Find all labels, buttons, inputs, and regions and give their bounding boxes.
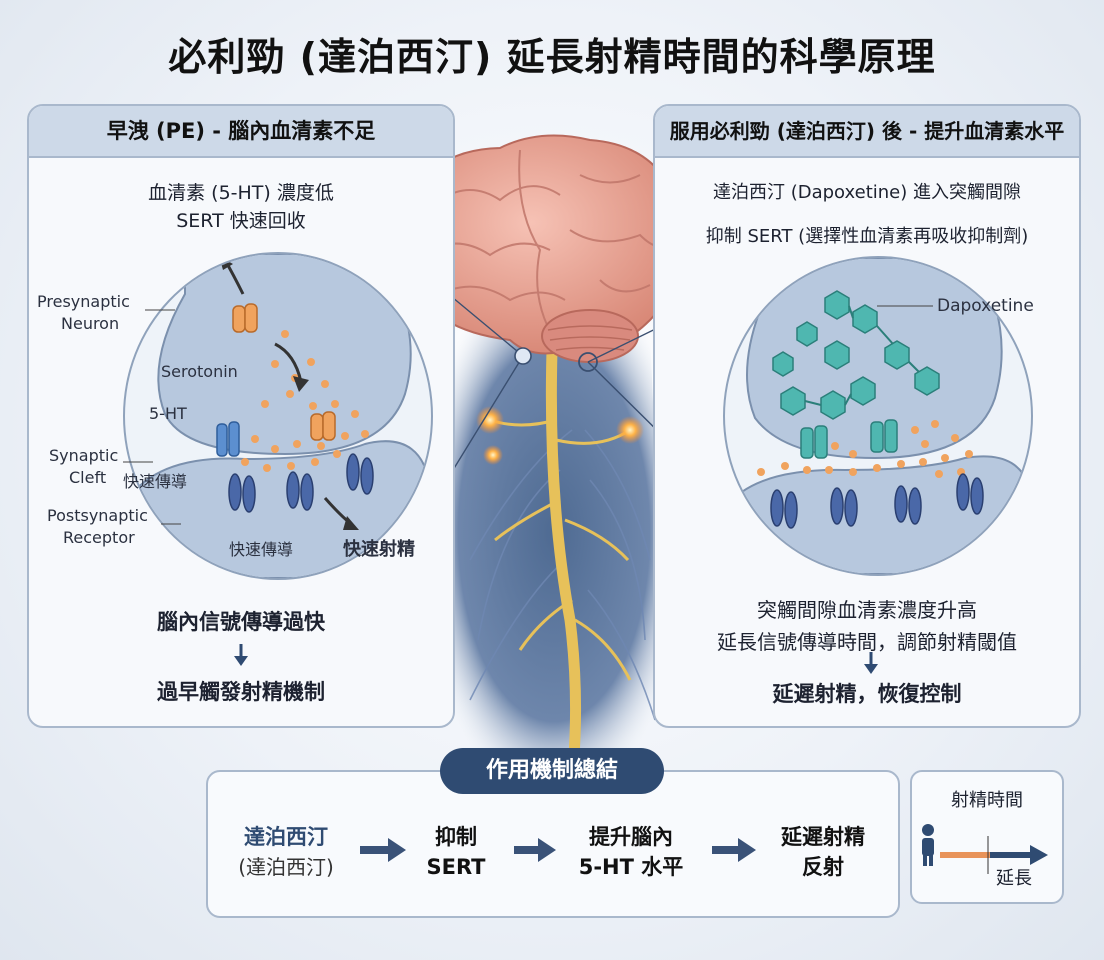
left-low-serotonin-text: 血清素 (5-HT) 濃度低: [148, 182, 334, 204]
synaptic-label: Synaptic: [49, 446, 119, 465]
right-dapoxetine-enter-text: 達泊西汀 (Dapoxetine) 進入突觸間隙: [713, 182, 1021, 203]
summary-step-3-line2: 5-HT 水平: [578, 855, 684, 879]
fast-ejaculation-label: 快速射精: [343, 539, 415, 560]
fast-conduction-label-2: 快速傳導: [229, 540, 294, 559]
summary-step-3-line1: 提升腦內: [589, 825, 673, 849]
left-panel: 早洩 (PE) - 腦內血清素不足 血清素 (5-HT) 濃度低 SERT 快速…: [27, 104, 455, 728]
left-result-2: 過早觸發射精機制: [157, 680, 325, 704]
postsynaptic-label: Postsynaptic: [47, 506, 148, 525]
right-synapse-illustration: [725, 258, 1031, 574]
summary-step-2-line2: SERT: [426, 855, 486, 879]
summary-step-4-line2: 反射: [802, 855, 844, 879]
right-result-3: 延遲射精，恢復控制: [772, 682, 962, 706]
left-down-arrow-icon: [234, 644, 248, 666]
summary-step-2-line1: 抑制: [435, 825, 477, 849]
right-synapse-circle: [723, 256, 1033, 576]
neuron-label: Neuron: [61, 314, 120, 333]
serotonin-label: Serotonin: [161, 362, 238, 381]
summary-step-1-line1: 達泊西汀: [244, 825, 328, 849]
right-down-arrow-icon: [864, 652, 878, 674]
person-icon: [922, 824, 934, 866]
summary-step-3: 提升腦內 5-HT 水平: [558, 822, 704, 882]
ejaculation-time-box: 射精時間 延長: [910, 770, 1064, 904]
right-panel-header: 服用必利勁 (達泊西汀) 後 - 提升血清素水平: [655, 106, 1079, 158]
page-title: 必利勁 (達泊西汀) 延長射精時間的科學原理: [168, 35, 936, 79]
right-panel: 服用必利勁 (達泊西汀) 後 - 提升血清素水平 達泊西汀 (Dapoxetin…: [653, 104, 1081, 728]
summary-step-4-line1: 延遲射精: [781, 825, 865, 849]
left-synapse-circle: [123, 252, 433, 580]
presynaptic-label: Presynaptic: [37, 292, 130, 311]
right-result-1: 突觸間隙血清素濃度升高: [757, 598, 977, 622]
summary-step-4: 延遲射精 反射: [758, 822, 888, 882]
receptor-label: Receptor: [63, 528, 135, 547]
time-box-title: 射精時間: [951, 790, 1023, 811]
summary-step-1: 達泊西汀 (達泊西汀): [222, 822, 350, 882]
cleft-label: Cleft: [69, 468, 107, 487]
left-sert-text: SERT 快速回收: [176, 210, 306, 232]
summary-step-1-line2: (達泊西汀): [238, 855, 334, 879]
left-panel-header: 早洩 (PE) - 腦內血清素不足: [29, 106, 453, 158]
right-result-2: 延長信號傳導時間，調節射精閾值: [717, 630, 1017, 654]
dapoxetine-label: Dapoxetine: [937, 296, 1034, 316]
time-extension-graphic: [922, 824, 1048, 874]
fast-conduction-label-1: 快速傳導: [123, 472, 188, 491]
left-result-1: 腦內信號傳導過快: [157, 610, 325, 634]
left-synapse-illustration: [125, 254, 431, 578]
right-inhibit-sert-text: 抑制 SERT (選擇性血清素再吸收抑制劑): [705, 226, 1029, 247]
five-ht-label: 5-HT: [149, 404, 187, 423]
time-box-label: 延長: [996, 868, 1032, 889]
summary-tag: 作用機制總結: [440, 748, 664, 794]
summary-step-2: 抑制 SERT: [404, 822, 508, 882]
